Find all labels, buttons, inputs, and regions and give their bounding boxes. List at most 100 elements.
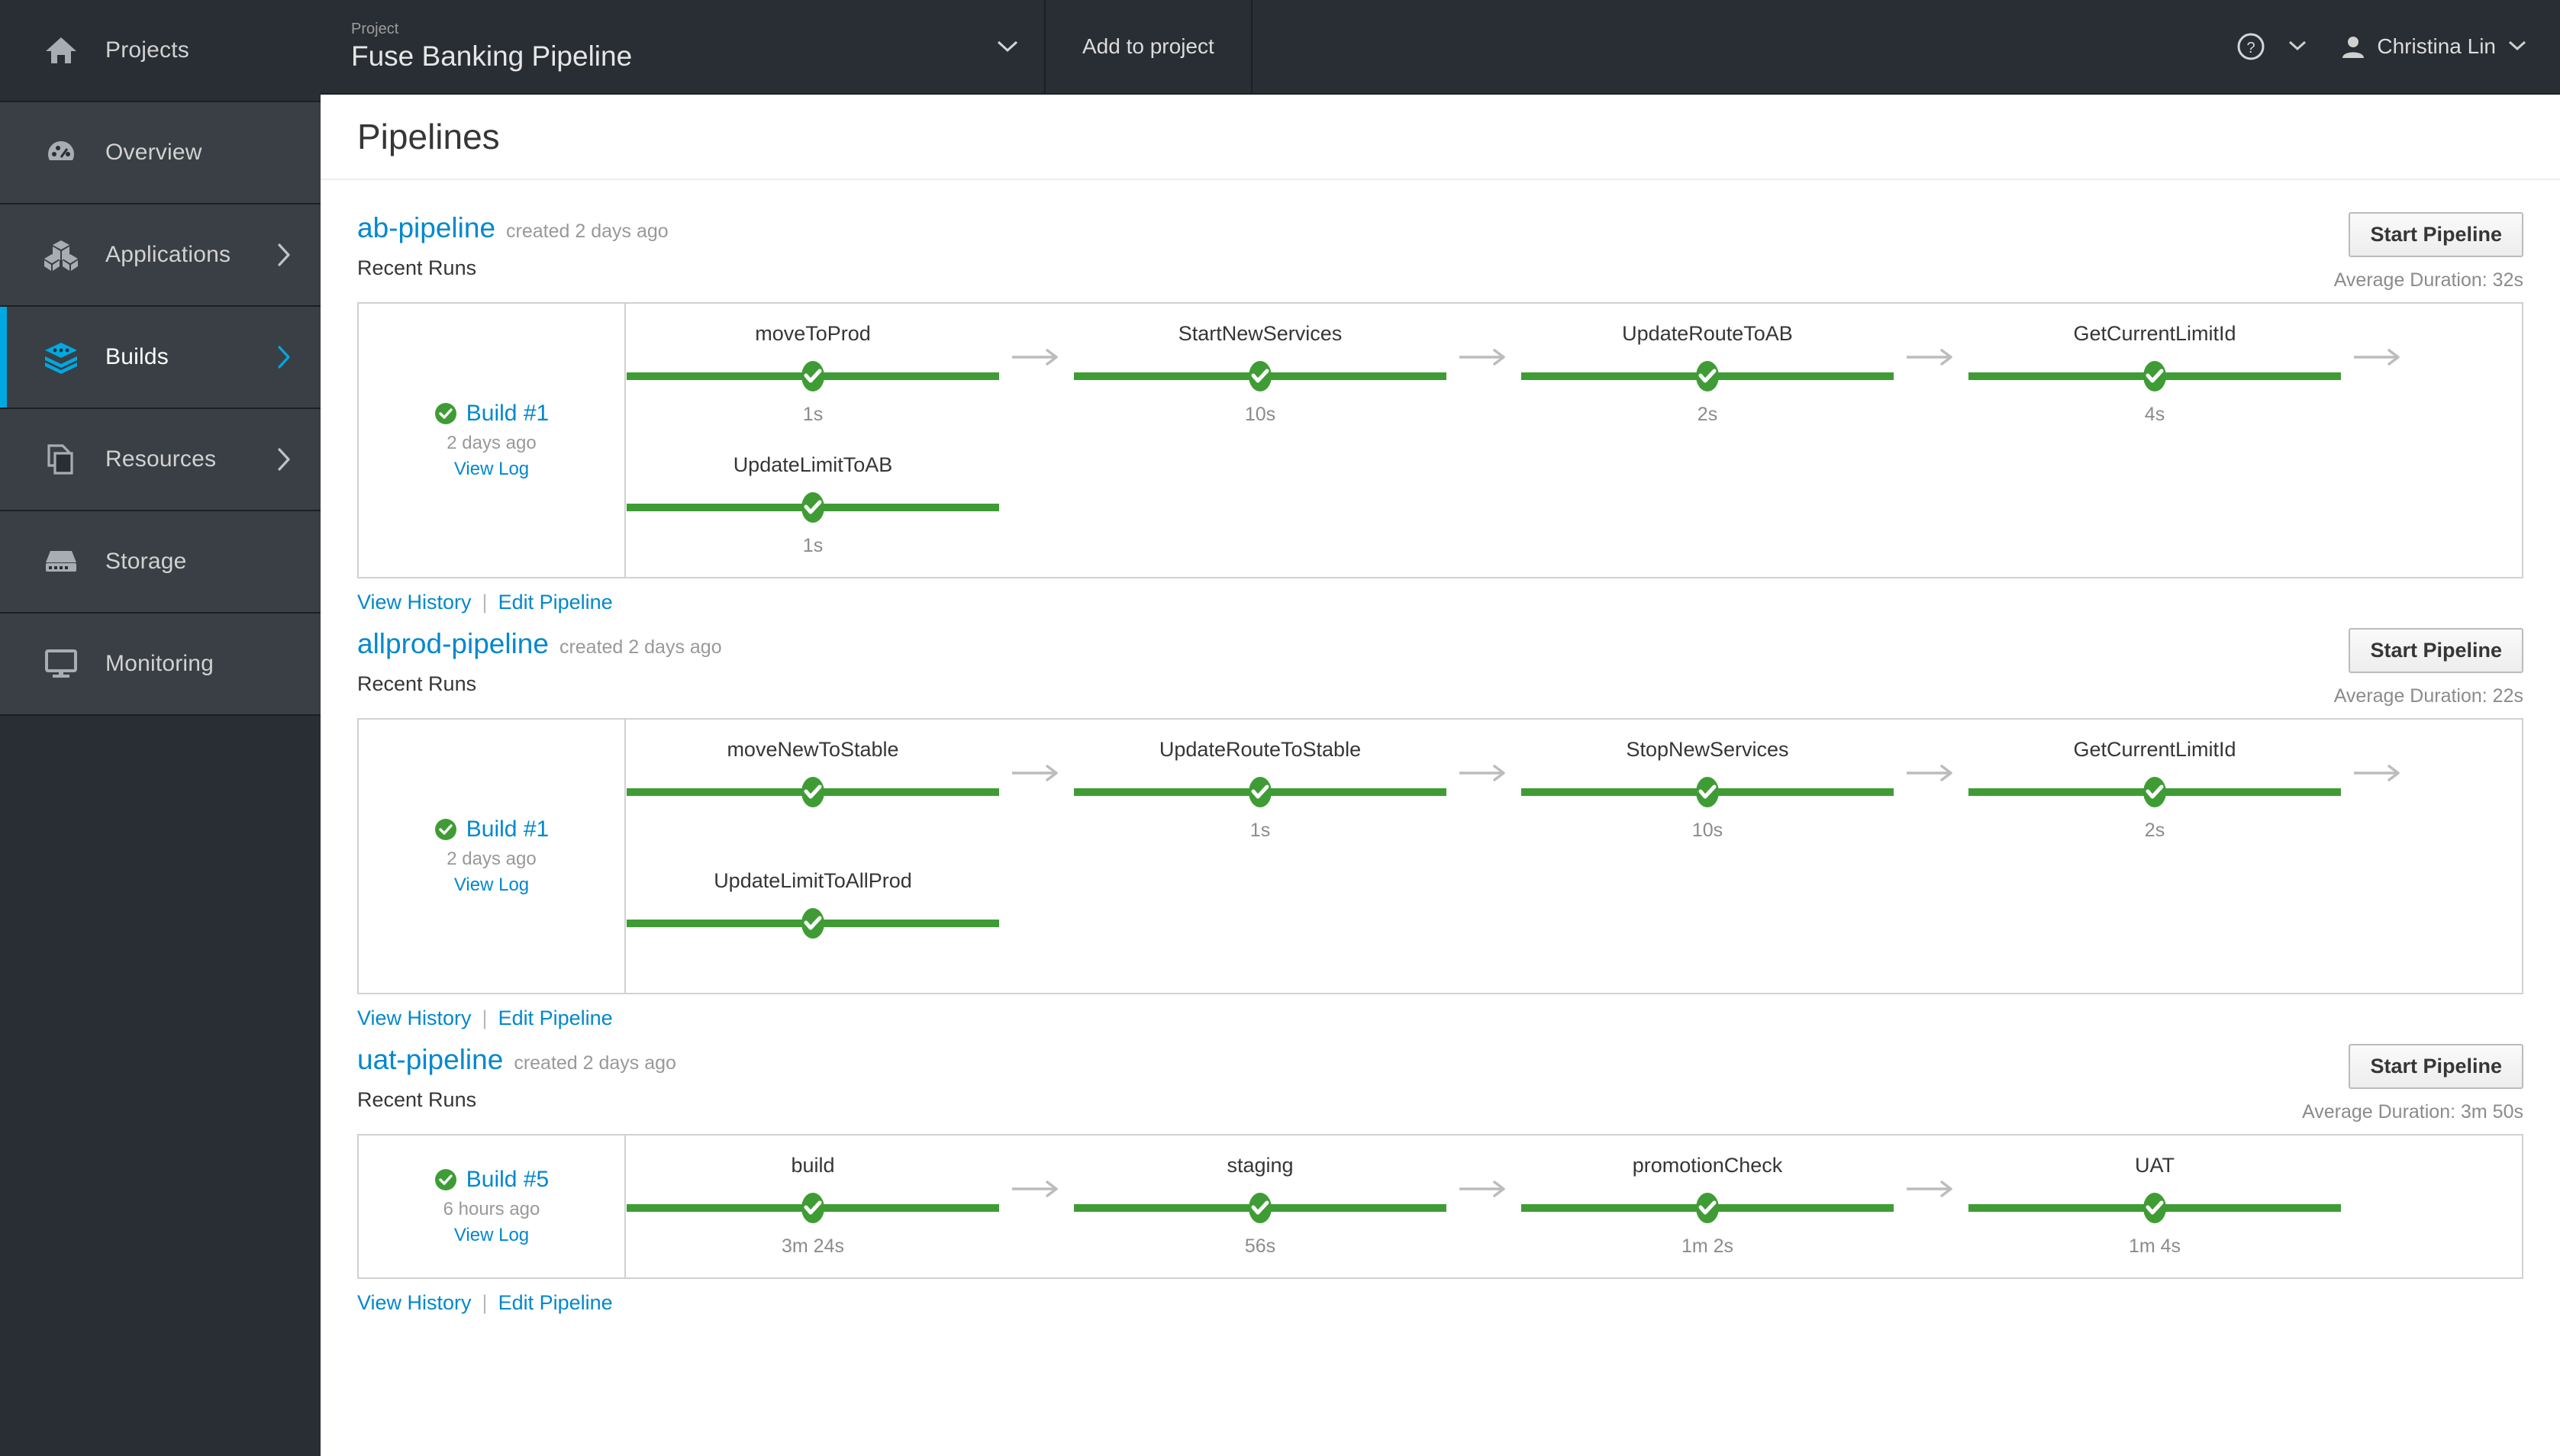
chevron-right-icon: [276, 243, 292, 267]
stage-success-icon: [1243, 775, 1278, 810]
project-selector[interactable]: Project Fuse Banking Pipeline: [321, 0, 1046, 93]
stage-bar: [1074, 359, 1446, 394]
pipeline-name-link[interactable]: ab-pipeline: [357, 212, 496, 243]
start-pipeline-button[interactable]: Start Pipeline: [2349, 628, 2523, 673]
stage-success-icon: [795, 359, 830, 394]
sidebar-item-projects[interactable]: Projects: [0, 0, 321, 102]
start-pipeline-button[interactable]: Start Pipeline: [2349, 1044, 2523, 1089]
svg-text:?: ?: [2247, 40, 2255, 56]
help-menu[interactable]: ?: [2236, 32, 2307, 61]
start-pipeline-button[interactable]: Start Pipeline: [2349, 212, 2523, 257]
sidebar-item-label: Projects: [105, 37, 189, 63]
stage-name: promotionCheck: [1632, 1154, 1783, 1177]
sidebar-item-label: Applications: [105, 242, 231, 267]
edit-pipeline-link[interactable]: Edit Pipeline: [498, 1291, 613, 1314]
storage-icon: [37, 548, 85, 575]
stage-success-icon: [795, 775, 830, 810]
sidebar-item-label: Monitoring: [105, 651, 214, 676]
pipeline-stage[interactable]: UpdateLimitToAllProd: [626, 868, 1000, 973]
pipeline-stage[interactable]: moveNewToStable: [626, 736, 1000, 842]
sidebar-item-overview[interactable]: Overview: [0, 102, 321, 205]
stage-name: UpdateRouteToStable: [1159, 738, 1362, 761]
view-log-link[interactable]: View Log: [453, 459, 530, 479]
edit-pipeline-link[interactable]: Edit Pipeline: [498, 591, 613, 614]
stage-success-icon: [1243, 1190, 1278, 1226]
stage-name: GetCurrentLimitId: [2073, 738, 2236, 761]
stage-duration: 1m 4s: [2128, 1235, 2181, 1257]
edit-pipeline-link[interactable]: Edit Pipeline: [498, 1007, 613, 1029]
stage-success-icon: [795, 906, 830, 941]
build-link-row[interactable]: Build #1: [434, 401, 549, 427]
help-circle-icon: ?: [2236, 32, 2265, 61]
sidebar-item-resources[interactable]: Resources: [0, 409, 321, 511]
view-log-link[interactable]: View Log: [453, 875, 530, 895]
stage-arrow-icon: [2342, 736, 2415, 784]
stage-success-icon: [795, 490, 830, 525]
pipeline-footer-links: View History|Edit Pipeline: [357, 1291, 2523, 1315]
add-to-project-button[interactable]: Add to project: [1046, 0, 1253, 93]
build-number-link[interactable]: Build #1: [466, 401, 550, 426]
view-history-link[interactable]: View History: [357, 1291, 472, 1314]
stage-bar: [627, 906, 999, 941]
sidebar-item-builds[interactable]: Builds: [0, 307, 321, 409]
stage-success-icon: [2137, 1190, 2172, 1226]
stage-bar: [1521, 1190, 1894, 1226]
recent-runs-label: Recent Runs: [357, 1088, 477, 1111]
sidebar-item-monitoring[interactable]: Monitoring: [0, 614, 321, 716]
build-number-link[interactable]: Build #1: [466, 817, 550, 842]
success-check-icon: [434, 402, 457, 425]
sidebar-item-label: Overview: [105, 140, 202, 165]
stage-bar: [1968, 775, 2341, 810]
topbar-actions: ? Christina Lin: [2203, 0, 2560, 93]
stage-arrow-icon: [1894, 1152, 1968, 1200]
pipeline-name-link[interactable]: allprod-pipeline: [357, 628, 549, 659]
dashboard-icon: [37, 136, 85, 169]
stage-duration: 4s: [2144, 404, 2165, 425]
layers-icon: [37, 340, 85, 374]
build-link-row[interactable]: Build #5: [434, 1167, 549, 1193]
recent-runs-label: Recent Runs: [357, 256, 477, 279]
build-timestamp: 6 hours ago: [443, 1199, 540, 1219]
stage-duration: 2s: [2144, 820, 2165, 841]
view-history-link[interactable]: View History: [357, 591, 472, 614]
build-number-link[interactable]: Build #5: [466, 1167, 550, 1192]
view-history-link[interactable]: View History: [357, 1007, 472, 1029]
stage-success-icon: [1690, 775, 1725, 810]
stage-name: StartNewServices: [1178, 322, 1343, 345]
average-duration-text: Average Duration: 22s: [2333, 685, 2523, 707]
sidebar-item-label: Resources: [105, 446, 217, 472]
chevron-down-icon: [986, 35, 1018, 59]
sidebar-item-storage[interactable]: Storage: [0, 511, 321, 614]
build-link-row[interactable]: Build #1: [434, 817, 549, 842]
sidebar-item-applications[interactable]: Applications: [0, 205, 321, 307]
user-menu[interactable]: Christina Lin: [2340, 34, 2526, 60]
stage-name: UpdateRouteToAB: [1622, 322, 1793, 345]
view-log-link[interactable]: View Log: [453, 1225, 530, 1245]
pipeline-stage[interactable]: GetCurrentLimitId 2s: [1968, 736, 2342, 842]
pipeline-name-link[interactable]: uat-pipeline: [357, 1044, 504, 1075]
